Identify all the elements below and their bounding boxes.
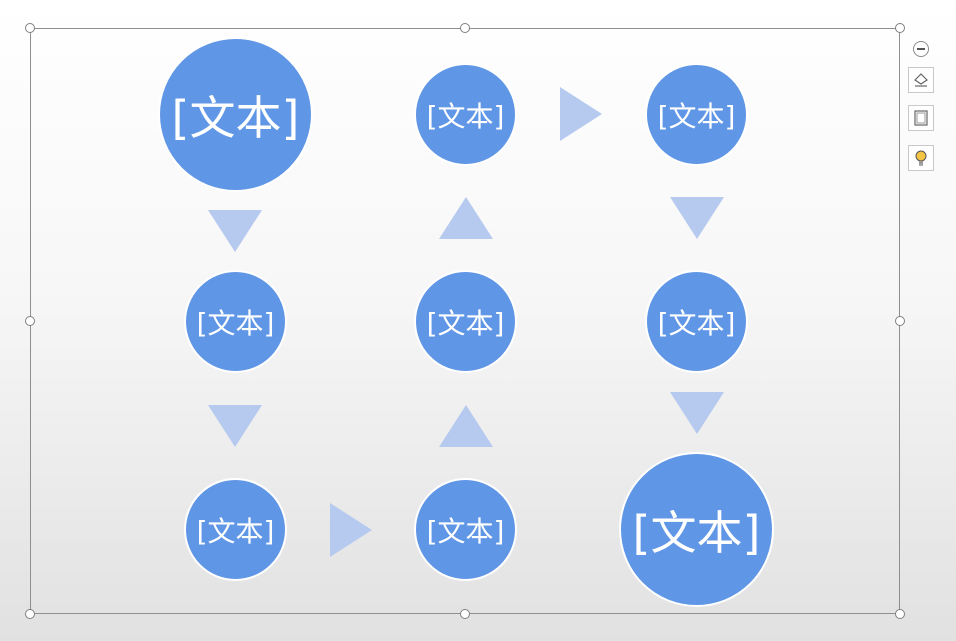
node-label: [文本] — [171, 90, 300, 145]
node-label: [文本] — [426, 514, 505, 548]
node-label: [文本] — [426, 99, 505, 133]
node-label: [文本] — [196, 514, 275, 548]
node-label: [文本] — [657, 99, 736, 133]
node-col1-row3[interactable]: [文本] — [184, 478, 287, 581]
node-label: [文本] — [196, 306, 275, 340]
resize-handle-top[interactable] — [460, 23, 470, 33]
arrow-down-icon[interactable] — [208, 210, 262, 252]
node-col2-row2[interactable]: [文本] — [414, 270, 517, 373]
minus-circle-icon[interactable] — [913, 41, 929, 57]
arrow-down-icon[interactable] — [670, 197, 724, 239]
node-label: [文本] — [657, 306, 736, 340]
node-col2-row3[interactable]: [文本] — [414, 478, 517, 581]
arrow-right-icon[interactable] — [330, 503, 372, 557]
node-col3-row2[interactable]: [文本] — [645, 270, 748, 373]
resize-handle-left[interactable] — [25, 316, 35, 326]
resize-handle-bottom-left[interactable] — [25, 609, 35, 619]
arrow-down-icon[interactable] — [208, 405, 262, 447]
shape-outline-icon — [914, 110, 928, 126]
arrow-up-icon[interactable] — [439, 197, 493, 239]
shape-style-icon — [914, 73, 928, 87]
arrow-right-icon[interactable] — [560, 87, 602, 141]
node-col3-row1[interactable]: [文本] — [645, 63, 748, 166]
resize-handle-top-right[interactable] — [895, 23, 905, 33]
idea-bulb-button[interactable] — [908, 145, 934, 171]
resize-handle-right[interactable] — [895, 316, 905, 326]
node-label: [文本] — [632, 505, 761, 560]
node-end[interactable]: [文本] — [619, 452, 774, 607]
arrow-down-icon[interactable] — [670, 392, 724, 434]
resize-handle-bottom-right[interactable] — [895, 609, 905, 619]
shape-outline-button[interactable] — [908, 105, 934, 131]
resize-handle-top-left[interactable] — [25, 23, 35, 33]
node-col2-row1[interactable]: [文本] — [414, 63, 517, 166]
resize-handle-bottom[interactable] — [460, 609, 470, 619]
idea-bulb-icon — [915, 150, 927, 166]
shape-style-button[interactable] — [908, 67, 934, 93]
node-start[interactable]: [文本] — [158, 37, 313, 192]
node-label: [文本] — [426, 306, 505, 340]
arrow-up-icon[interactable] — [439, 405, 493, 447]
node-col1-row2[interactable]: [文本] — [184, 270, 287, 373]
